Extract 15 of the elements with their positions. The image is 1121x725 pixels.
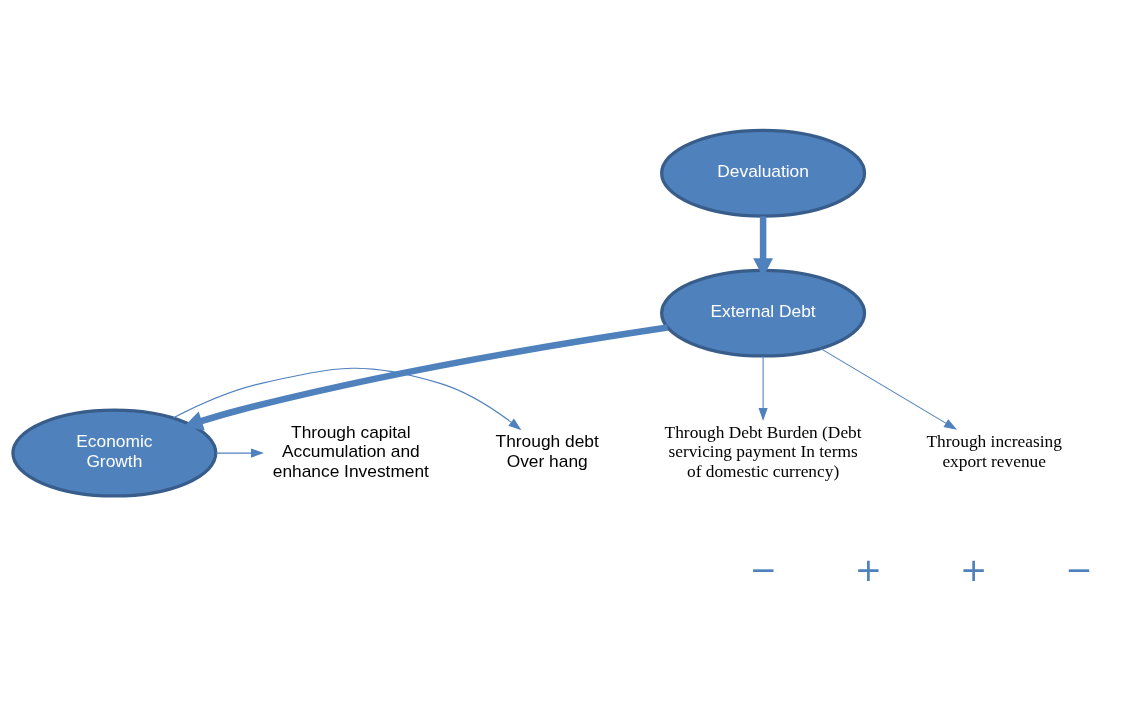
node-ellipse: Devaluation	[660, 128, 867, 218]
label: −	[1065, 550, 1093, 589]
label: +	[854, 550, 882, 589]
label: −	[749, 550, 777, 589]
arrow	[183, 324, 669, 431]
label: +	[959, 550, 988, 589]
node-text: Through debt Over hang	[495, 431, 599, 471]
arrow	[820, 348, 958, 430]
node-text: Through capital Accumulation and enhance Investment	[272, 421, 429, 481]
arrow	[215, 448, 264, 458]
node-text: Through increasing export revenue	[926, 432, 1062, 471]
node-text: Through Debt Burden (Debt servicing payment In terms of domestic currency)	[664, 422, 862, 481]
arrow	[758, 355, 768, 421]
arrow	[172, 367, 522, 431]
node-ellipse: External Debt	[660, 268, 867, 358]
